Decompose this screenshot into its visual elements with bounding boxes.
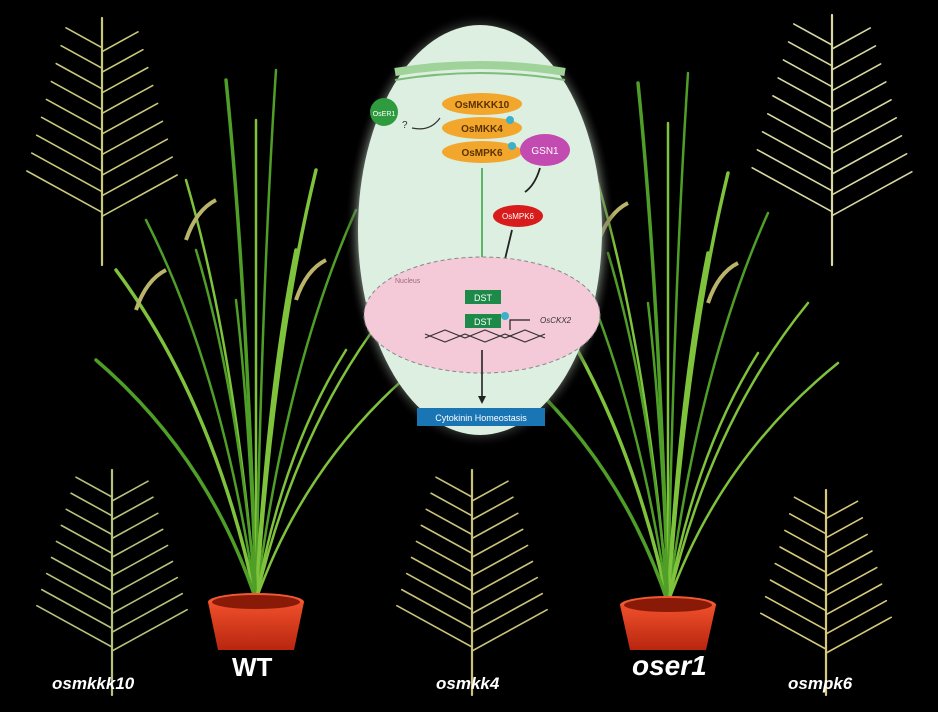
label-oser1: oser1 [632, 650, 707, 681]
kinase-box-1 [442, 93, 522, 115]
label-osmkkk10: osmkkk10 [52, 674, 135, 693]
pathway-diagram: OsER1 ? OsMKKK10 OsMKK4 OsMPK6 GSN1 OsMP… [345, 12, 615, 448]
receptor-icon [370, 98, 398, 126]
svg-text:OsMPK6: OsMPK6 [461, 148, 503, 159]
panicle-osmkkk10-bottom [36, 468, 188, 697]
svg-text:OsCKX2: OsCKX2 [540, 316, 572, 325]
svg-text:OsMPK6: OsMPK6 [502, 212, 535, 221]
kinase-box-3 [442, 141, 522, 163]
panicle-osmkkk10-top [26, 16, 178, 267]
svg-text:GSN1: GSN1 [531, 146, 559, 157]
svg-text:DST: DST [474, 293, 493, 303]
pot-oser1 [620, 596, 716, 650]
svg-text:Nucleus: Nucleus [395, 278, 421, 285]
kinase-box-2 [442, 117, 522, 139]
panicle-osmpk6 [760, 488, 892, 697]
pot-wt [208, 593, 304, 650]
label-wt: WT [232, 652, 273, 682]
panicle-osmkk4 [396, 468, 548, 697]
dst-box-2 [465, 314, 501, 328]
dst-box-1 [465, 290, 501, 304]
gsn1-node [520, 134, 570, 166]
outcome-box [417, 408, 545, 426]
svg-text:OsER1: OsER1 [373, 111, 396, 118]
svg-text:OsMKKK10: OsMKKK10 [455, 100, 510, 111]
svg-text:Cytokinin Homeostasis: Cytokinin Homeostasis [435, 413, 527, 423]
plant-wt [94, 68, 428, 602]
panicle-oser1-top [751, 13, 913, 267]
svg-text:DST: DST [474, 317, 493, 327]
svg-text:?: ? [402, 120, 408, 131]
label-osmpk6: osmpk6 [788, 674, 853, 693]
svg-text:OsMKK4: OsMKK4 [461, 124, 503, 135]
label-osmkk4: osmkk4 [436, 674, 500, 693]
phosphatase-node [493, 205, 543, 227]
